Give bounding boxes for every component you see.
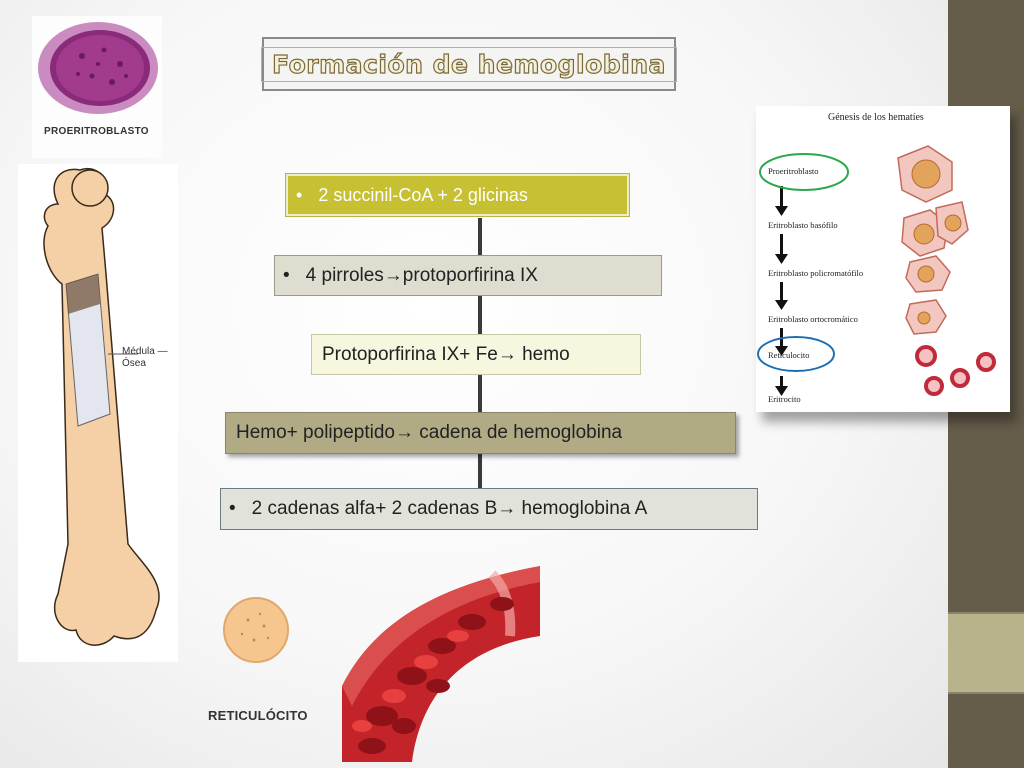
genesis-stage-proeritroblasto: Proeritroblasto	[768, 166, 819, 176]
step-1-text: 2 succinil-CoA + 2 glicinas	[318, 184, 528, 205]
genesis-stage-eritrocito: Eritrocito	[768, 394, 801, 404]
medula-label-line2: Ósea	[122, 358, 146, 369]
step-2-text: 4 pirroles→protoporfirina IX	[305, 264, 538, 286]
page-title: Formación de hemoglobina	[271, 49, 666, 79]
reticulocito-label: RETICULÓCITO	[208, 708, 308, 723]
step-bullet: •	[283, 264, 290, 286]
blood-vessel-icon	[342, 566, 540, 762]
step-bullet: •	[296, 184, 303, 205]
femur-bone-icon	[43, 167, 160, 646]
genesis-stage-policromatofilo: Eritroblasto policromatófilo	[768, 268, 864, 278]
genesis-diagram: Génesis de los hematíes	[756, 106, 1010, 412]
step-1-box: • 2 succinil-CoA + 2 glicinas	[285, 173, 630, 217]
step-5-text: 2 cadenas alfa+ 2 cadenas B→ hemoglobina…	[251, 498, 648, 519]
step-2-box: • 4 pirroles→protoporfirina IX	[274, 255, 662, 296]
genesis-title: Génesis de los hematíes	[828, 112, 924, 123]
title-inner-frame: Formación de hemoglobina	[261, 46, 677, 82]
reticulocito-cell-icon	[223, 597, 289, 663]
title-frame: Formación de hemoglobina	[261, 37, 677, 91]
right-band-accent	[948, 614, 1024, 692]
step-3-text: Protoporfirina IX+ Fe→ hemo	[322, 343, 570, 365]
genesis-stage-reticulocito: Reticulocito	[768, 350, 810, 360]
step-bullet: •	[229, 498, 236, 519]
proeritroblasto-image: PROERITROBLASTO	[32, 16, 162, 158]
medula-label-line1: Médula —	[122, 346, 168, 357]
proeritroblasto-label: PROERITROBLASTO	[44, 126, 149, 137]
step-5-box: • 2 cadenas alfa+ 2 cadenas B→ hemoglobi…	[220, 488, 758, 530]
step-4-box: Hemo+ polipeptido→ cadena de hemoglobina	[225, 412, 736, 454]
proeritroblasto-cell-icon	[38, 22, 158, 114]
medula-label: Médula — Ósea	[122, 346, 168, 370]
band-divider	[948, 692, 1024, 694]
band-divider	[948, 612, 1024, 614]
reticulocito-image: RETICULÓCITO	[208, 590, 328, 730]
step-4-text: Hemo+ polipeptido→ cadena de hemoglobina	[236, 422, 623, 443]
genesis-stage-ortocromatico: Eritroblasto ortocromático	[768, 314, 858, 324]
femur-image: Médula — Ósea	[18, 164, 178, 662]
genesis-graphics	[757, 145, 996, 396]
step-3-box: Protoporfirina IX+ Fe→ hemo	[311, 334, 641, 375]
blood-vessel-image	[342, 566, 540, 762]
genesis-stage-basofilo: Eritroblasto basófilo	[768, 220, 838, 230]
